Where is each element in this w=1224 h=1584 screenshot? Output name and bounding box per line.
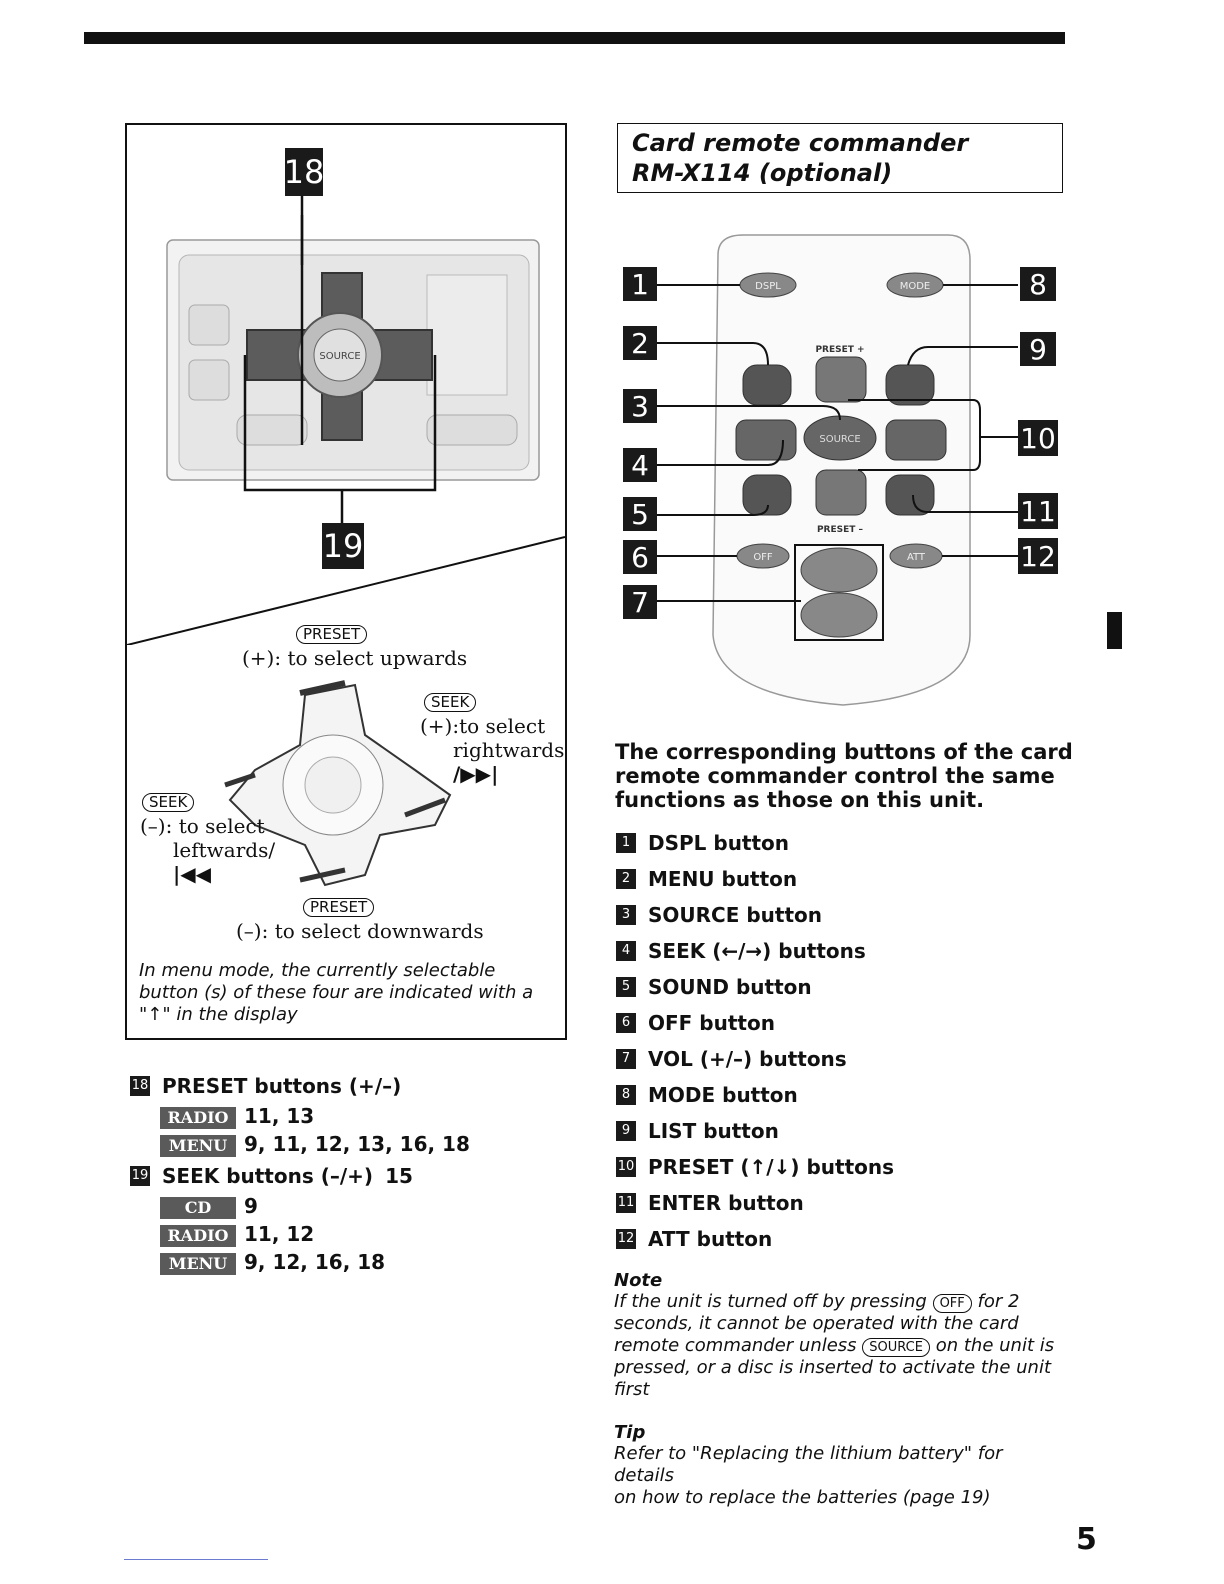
preset-minus-label: PRESET – <box>817 525 864 535</box>
att-key-label: ATT <box>907 552 926 563</box>
preset-key-top: PRESET <box>296 624 368 644</box>
seek-key-right: SEEK <box>424 692 477 712</box>
remote-callout-12: 12 <box>1018 538 1058 574</box>
preset-key-bottom: PRESET <box>303 897 375 917</box>
source-key: SOURCE <box>862 1338 930 1357</box>
preset-up-text: (+): to select upwards <box>242 646 468 670</box>
section-title-line1: Card remote commander <box>632 129 969 157</box>
note-text: If the unit is turned off by pressing OF… <box>614 1291 1055 1400</box>
tip-text: Refer to "Replacing the lithium battery"… <box>614 1443 1003 1508</box>
remote-callout-11: 11 <box>1018 493 1058 529</box>
remote-callout-3: 3 <box>623 389 657 423</box>
dspl-key-label: DSPL <box>755 281 781 292</box>
figure-caption: In menu mode, the currently selectable b… <box>139 960 534 1025</box>
source-remote-label: SOURCE <box>819 434 860 445</box>
page-number: 5 <box>1076 1522 1097 1557</box>
unit-panel-illustration: SOURCE <box>127 195 565 645</box>
seek-right-line3: /▶▶| <box>453 762 499 786</box>
section-title-line2: RM-X114 (optional) <box>632 159 893 187</box>
note-title: Note <box>614 1270 663 1291</box>
remote-callout-6: 6 <box>623 540 657 574</box>
mode-key-label: MODE <box>900 281 931 292</box>
remote-callout-8: 8 <box>1020 267 1056 301</box>
seek-left-line1: (–): to select <box>140 814 265 838</box>
preset-down-text: (–): to select downwards <box>236 919 484 943</box>
list-item-19: 19 SEEK buttons (–/+) 15 <box>130 1164 413 1188</box>
remote-callout-1: 1 <box>623 267 657 301</box>
note-section: Note If the unit is turned off by pressi… <box>614 1270 1064 1401</box>
seek-preset-dial-illustration <box>224 680 452 887</box>
source-key-label: SOURCE <box>319 351 360 362</box>
tip-title: Tip <box>614 1422 646 1443</box>
remote-callout-7: 7 <box>623 585 657 619</box>
preset-plus-label: PRESET + <box>815 345 864 355</box>
remote-callout-4: 4 <box>623 448 657 482</box>
remote-callout-9: 9 <box>1020 332 1056 366</box>
seek-left-line3: |◀◀ <box>173 862 212 886</box>
callout-19: 19 <box>322 523 364 569</box>
seek-left-line2: leftwards/ <box>173 838 276 862</box>
top-rule <box>84 32 1065 44</box>
seek-key-left: SEEK <box>142 792 195 812</box>
remote-commander-illustration: DSPL MODE PRESET + SOURCE PRESET – OFF A… <box>656 234 1018 706</box>
seek-right-line1: (+):to select <box>420 714 546 738</box>
intro-text: The corresponding buttons of the card re… <box>615 740 1073 812</box>
section-title-box: Card remote commander RM-X114 (optional) <box>617 123 1063 193</box>
off-key-label: OFF <box>753 552 773 563</box>
off-key: OFF <box>932 1294 972 1313</box>
remote-callout-10: 10 <box>1018 420 1058 456</box>
unit-figure-box <box>125 123 567 1040</box>
seek-right-line2: rightwards <box>453 738 565 762</box>
section-tab-marker <box>1107 612 1122 649</box>
remote-callout-5: 5 <box>623 497 657 531</box>
callout-18: 18 <box>284 148 324 196</box>
tip-section: Tip Refer to "Replacing the lithium batt… <box>614 1422 1064 1509</box>
remote-callout-2: 2 <box>623 326 657 360</box>
list-item-18: 18 PRESET buttons (+/–) <box>130 1074 402 1098</box>
footer-rule <box>124 1559 268 1560</box>
